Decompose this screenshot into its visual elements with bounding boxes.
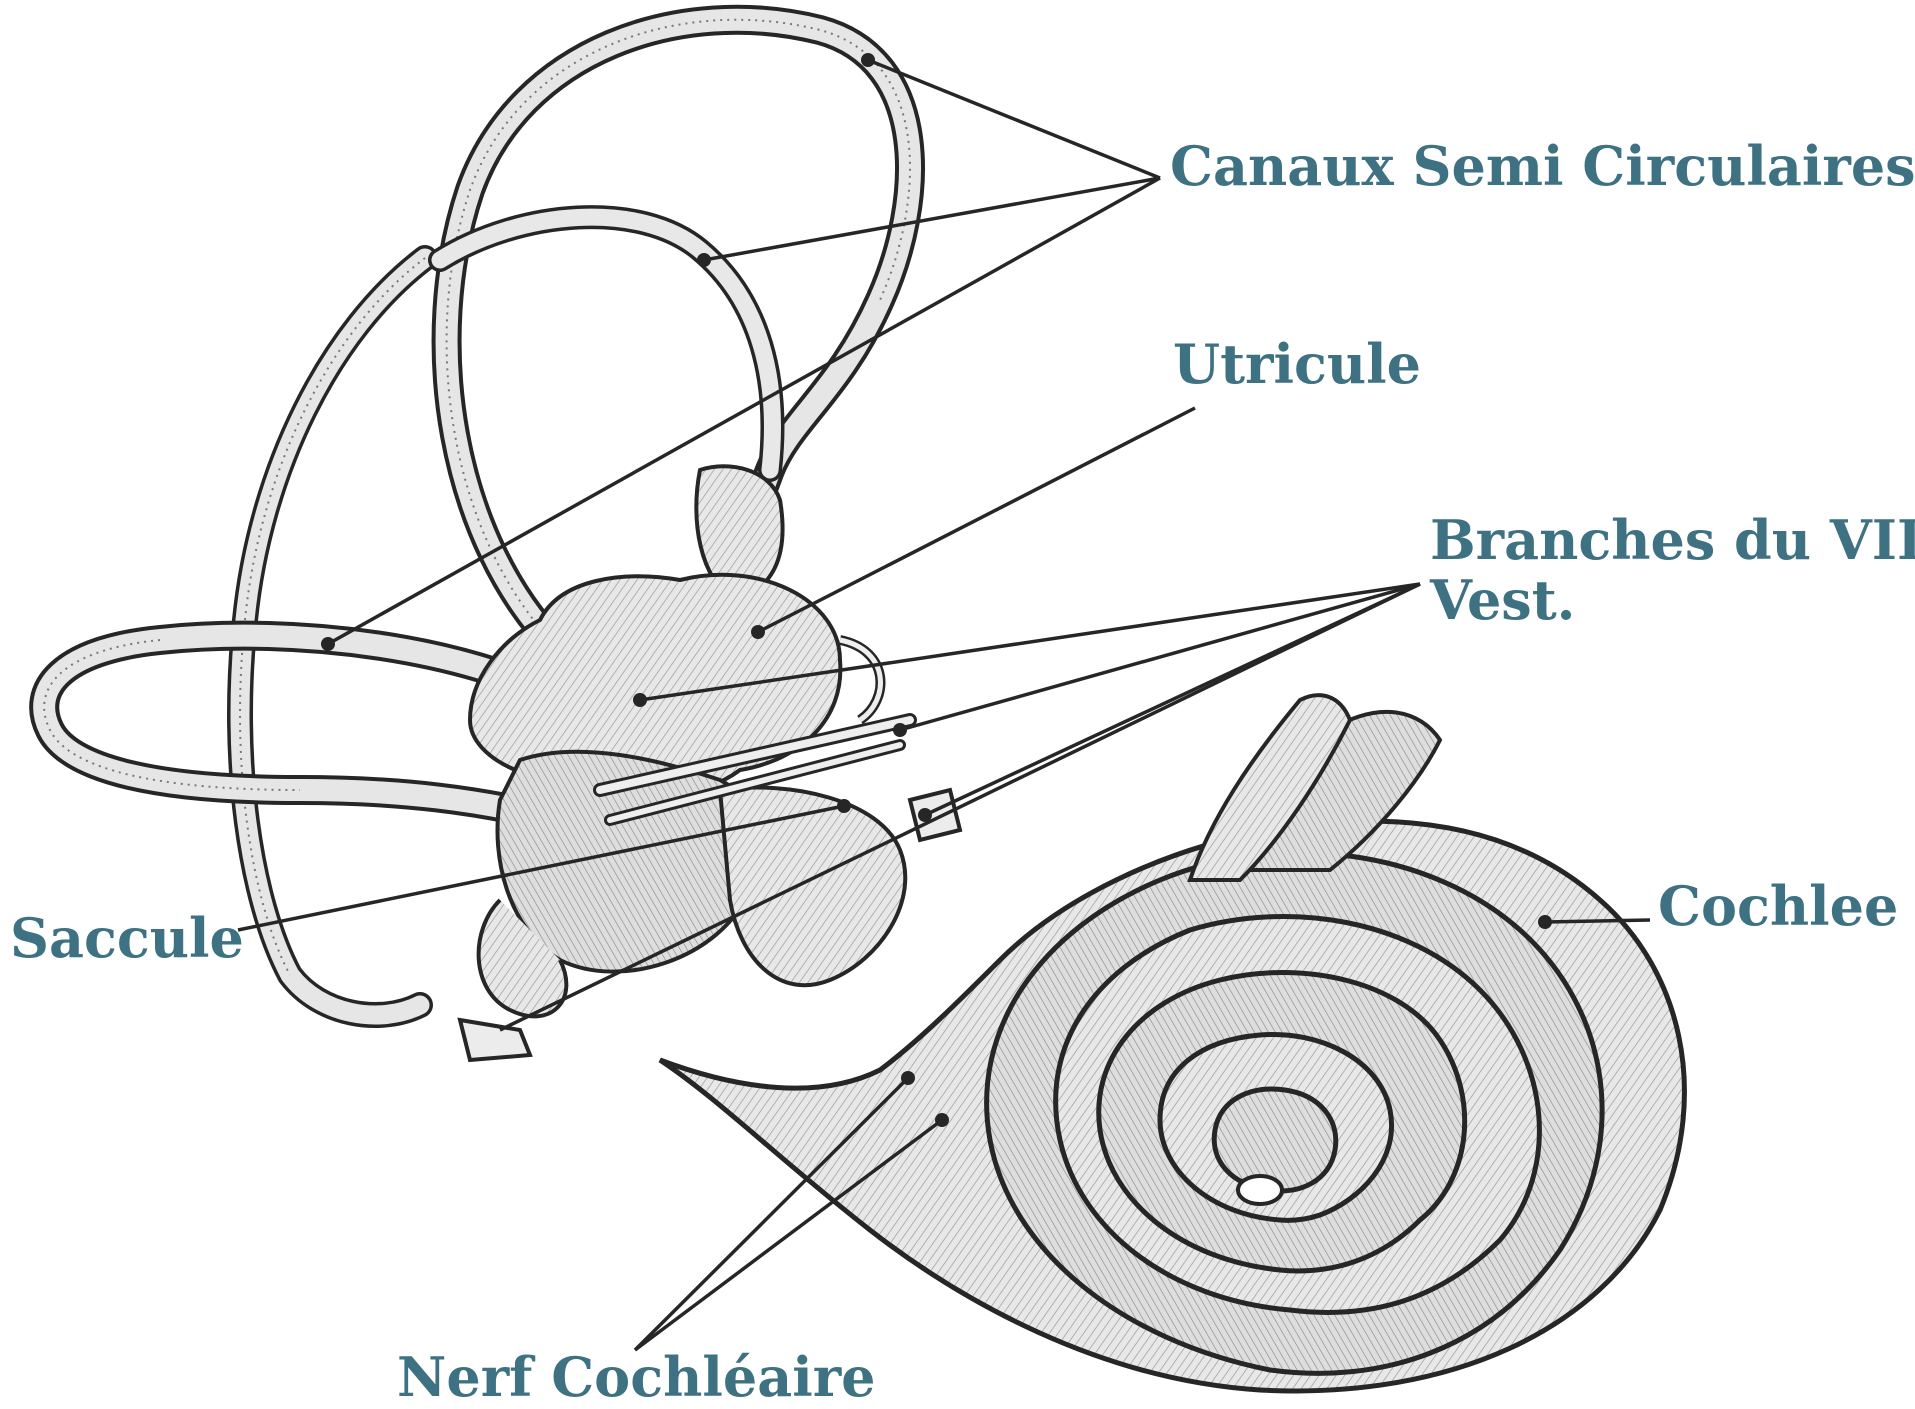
label-nerf-cochleaire: Nerf Cochléaire (397, 1347, 876, 1407)
label-branches-line2: Vest. (1430, 570, 1915, 630)
label-branches-line1: Branches du VIII (1430, 510, 1915, 570)
label-canaux-semi-circulaires: Canaux Semi Circulaires (1170, 136, 1915, 196)
label-utricule: Utricule (1173, 334, 1421, 394)
label-branches-du-viii: Branches du VIII Vest. (1430, 510, 1915, 630)
superior-canal (447, 20, 910, 650)
label-saccule: Saccule (10, 908, 244, 968)
label-cochlee: Cochlee (1658, 876, 1898, 936)
